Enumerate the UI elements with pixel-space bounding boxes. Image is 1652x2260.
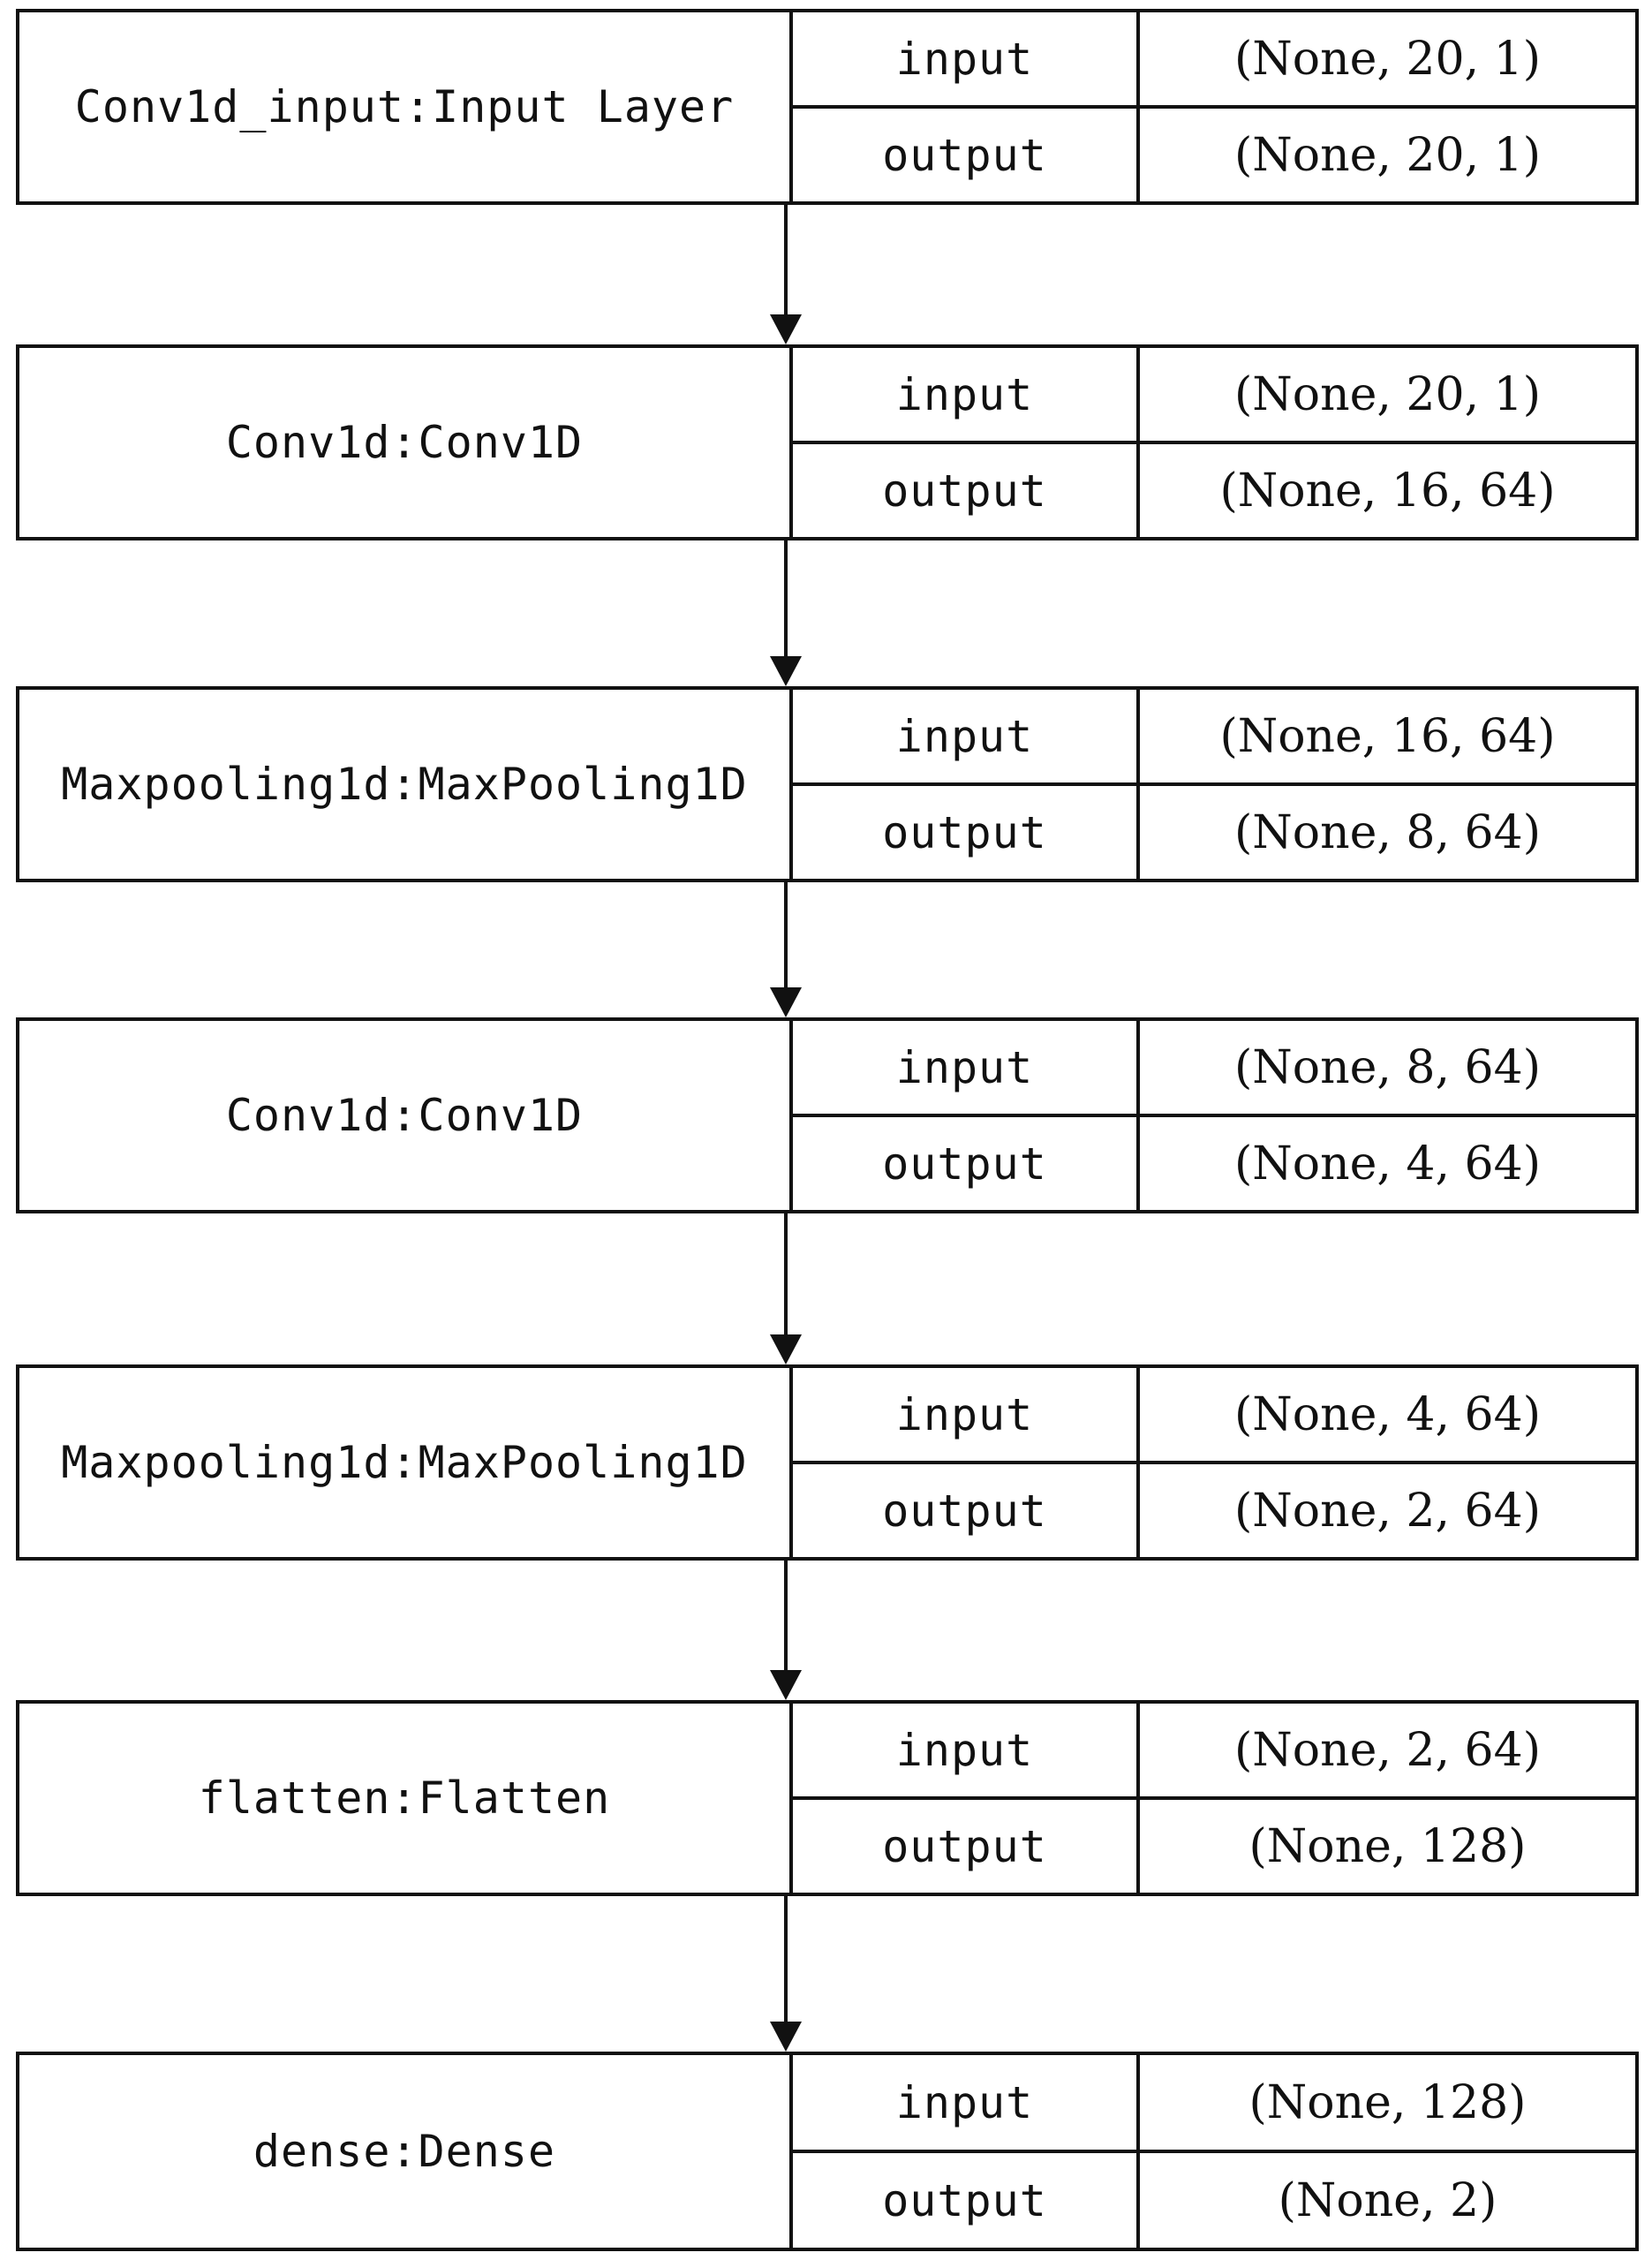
output-label: output bbox=[793, 1464, 1140, 1557]
layer-name: flatten:Flatten bbox=[19, 1704, 793, 1893]
input-shape: (None, 4, 64) bbox=[1233, 1387, 1541, 1441]
layer-name: Maxpooling1d:MaxPooling1D bbox=[19, 1368, 793, 1557]
input-shape: (None, 20, 1) bbox=[1233, 32, 1541, 86]
output-row: output (None, 4, 64) bbox=[793, 1117, 1635, 1210]
output-shape: (None, 4, 64) bbox=[1233, 1137, 1541, 1190]
arrow-down-icon bbox=[770, 987, 802, 1017]
layer-name: dense:Dense bbox=[19, 2055, 793, 2248]
output-row: output (None, 8, 64) bbox=[793, 786, 1635, 879]
layer-name: Conv1d_input:Input Layer bbox=[19, 12, 793, 201]
output-label: output bbox=[793, 786, 1140, 879]
arrow-down-icon bbox=[770, 1334, 802, 1364]
input-shape: (None, 16, 64) bbox=[1219, 709, 1556, 763]
output-row: output (None, 16, 64) bbox=[793, 444, 1635, 537]
connector-line bbox=[784, 1561, 788, 1674]
input-label: input bbox=[793, 12, 1140, 105]
input-shape: (None, 2, 64) bbox=[1233, 1723, 1541, 1777]
output-row: output (None, 2, 64) bbox=[793, 1464, 1635, 1557]
output-shape: (None, 20, 1) bbox=[1233, 128, 1541, 182]
output-label: output bbox=[793, 109, 1140, 201]
input-label: input bbox=[793, 1368, 1140, 1461]
input-row: input (None, 20, 1) bbox=[793, 348, 1635, 444]
input-label: input bbox=[793, 1021, 1140, 1114]
input-label: input bbox=[793, 2055, 1140, 2150]
connector-line bbox=[784, 540, 788, 660]
layer-io-table: input (None, 8, 64) output (None, 4, 64) bbox=[793, 1021, 1635, 1210]
output-label: output bbox=[793, 1800, 1140, 1893]
connector-line bbox=[784, 1213, 788, 1338]
arrow-down-icon bbox=[770, 656, 802, 686]
input-label: input bbox=[793, 690, 1140, 782]
output-shape: (None, 2, 64) bbox=[1233, 1484, 1541, 1538]
layer-io-table: input (None, 16, 64) output (None, 8, 64) bbox=[793, 690, 1635, 879]
output-shape: (None, 128) bbox=[1248, 1819, 1527, 1873]
layer-name: Conv1d:Conv1D bbox=[19, 1021, 793, 1210]
output-row: output (None, 20, 1) bbox=[793, 109, 1635, 201]
layer-io-table: input (None, 20, 1) output (None, 16, 64) bbox=[793, 348, 1635, 537]
output-label: output bbox=[793, 2153, 1140, 2248]
input-label: input bbox=[793, 348, 1140, 441]
input-label: input bbox=[793, 1704, 1140, 1796]
connector-line bbox=[784, 205, 788, 318]
connector-line bbox=[784, 1896, 788, 2025]
layer-name: Conv1d:Conv1D bbox=[19, 348, 793, 537]
arrow-down-icon bbox=[770, 2022, 802, 2052]
connector-line bbox=[784, 882, 788, 991]
arrow-down-icon bbox=[770, 314, 802, 344]
input-row: input (None, 16, 64) bbox=[793, 690, 1635, 786]
input-row: input (None, 20, 1) bbox=[793, 12, 1635, 109]
arrow-down-icon bbox=[770, 1670, 802, 1700]
layer-io-table: input (None, 128) output (None, 2) bbox=[793, 2055, 1635, 2248]
input-row: input (None, 4, 64) bbox=[793, 1368, 1635, 1464]
output-row: output (None, 128) bbox=[793, 1800, 1635, 1893]
output-shape: (None, 8, 64) bbox=[1233, 805, 1541, 859]
output-shape: (None, 16, 64) bbox=[1219, 464, 1556, 518]
output-label: output bbox=[793, 1117, 1140, 1210]
output-row: output (None, 2) bbox=[793, 2153, 1635, 2248]
layer-name: Maxpooling1d:MaxPooling1D bbox=[19, 690, 793, 879]
layer-io-table: input (None, 2, 64) output (None, 128) bbox=[793, 1704, 1635, 1893]
layer-io-table: input (None, 20, 1) output (None, 20, 1) bbox=[793, 12, 1635, 201]
input-shape: (None, 128) bbox=[1248, 2075, 1527, 2129]
output-shape: (None, 2) bbox=[1278, 2173, 1497, 2227]
input-shape: (None, 20, 1) bbox=[1233, 367, 1541, 421]
output-label: output bbox=[793, 444, 1140, 537]
input-row: input (None, 8, 64) bbox=[793, 1021, 1635, 1117]
input-shape: (None, 8, 64) bbox=[1233, 1040, 1541, 1094]
layer-io-table: input (None, 4, 64) output (None, 2, 64) bbox=[793, 1368, 1635, 1557]
input-row: input (None, 2, 64) bbox=[793, 1704, 1635, 1800]
input-row: input (None, 128) bbox=[793, 2055, 1635, 2153]
